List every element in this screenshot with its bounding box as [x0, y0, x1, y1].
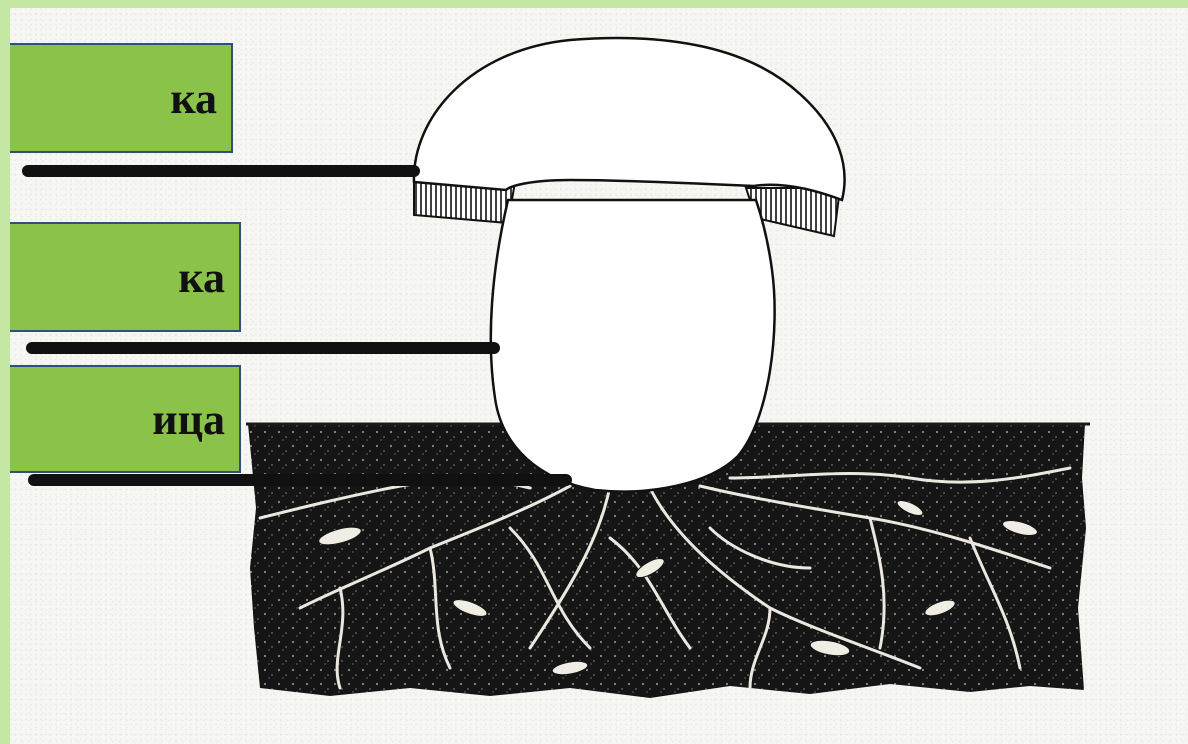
mycelium-label: ица: [10, 365, 241, 473]
diagram-canvas: ка ка ица: [10, 8, 1188, 744]
cap-label-text: ка: [170, 73, 217, 124]
mushroom-stem: [491, 200, 775, 492]
stem-label: ка: [10, 222, 241, 332]
stem-label-text: ка: [178, 252, 225, 303]
mushroom-cap: [414, 38, 845, 200]
cap-label: ка: [10, 43, 233, 153]
mycelium-label-text: ица: [152, 394, 225, 445]
